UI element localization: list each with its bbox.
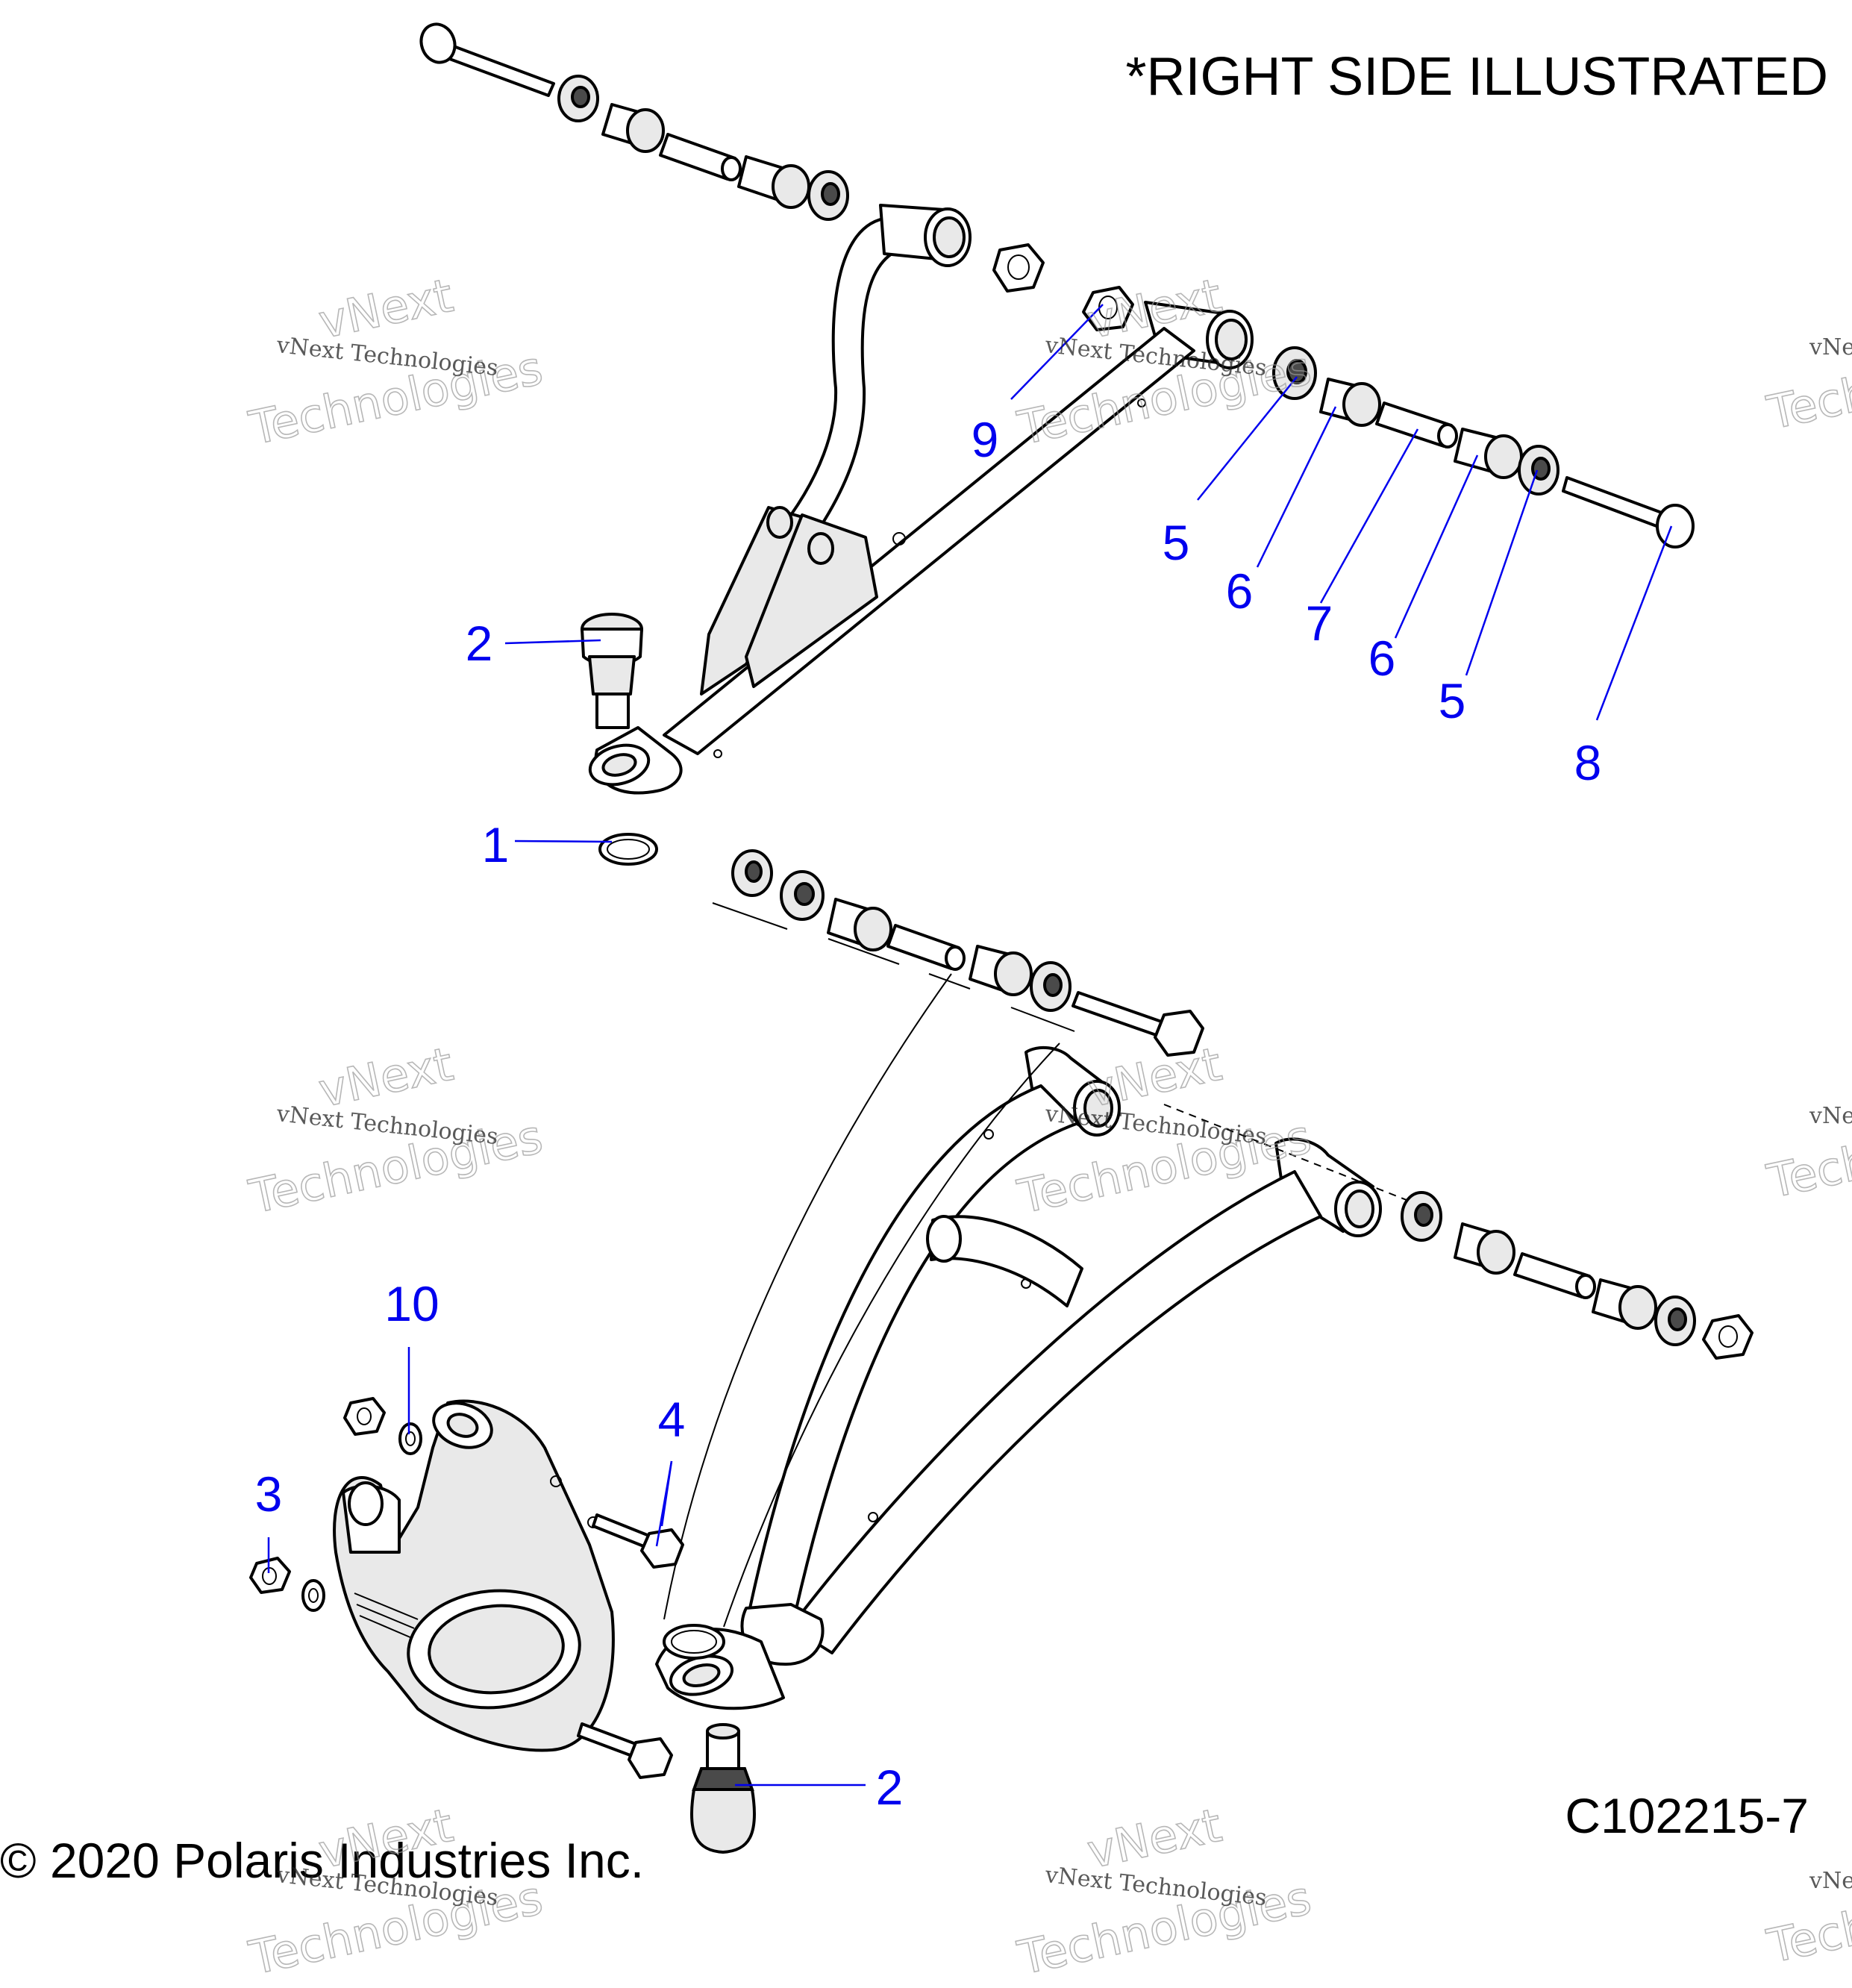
svg-text:vNext Technologies: vNext Technologies (1809, 1103, 1852, 1129)
knuckle-washer-10 (398, 1422, 422, 1455)
upper-rear-bushing-6 (1319, 378, 1381, 427)
svg-text:vNext: vNext (314, 1037, 457, 1118)
lower-front-sleeve-b (886, 924, 966, 971)
callout-2-lower: 2 (876, 1760, 904, 1815)
callout-10: 10 (384, 1276, 439, 1331)
lower-rear-nut (1702, 1314, 1754, 1360)
knuckle-nut-10 (343, 1397, 386, 1436)
svg-text:vNext: vNext (1083, 1798, 1226, 1879)
callout-6-right: 6 (1368, 631, 1396, 686)
diagram-reference-code: C102215-7 (1565, 1788, 1809, 1843)
upper-arm-front-hardware (419, 22, 1045, 293)
knuckle-nut-3 (249, 1557, 291, 1594)
callout-6-left: 6 (1226, 563, 1254, 619)
upper-front-bushing-6 (601, 103, 665, 153)
svg-text:vNext: vNext (1083, 1037, 1226, 1118)
steering-knuckle (333, 1399, 615, 1752)
callout-5-left: 5 (1163, 515, 1190, 570)
knuckle-upper-bolt (592, 1513, 684, 1569)
lower-front-sleeve-a (827, 898, 892, 951)
lower-rear-bushing-6 (1454, 1222, 1515, 1275)
lower-front-bushing-5 (731, 849, 773, 897)
lower-front-bushing-6 (780, 870, 825, 921)
lower-arm-front-hardware (712, 849, 1204, 1057)
lower-snap-ring (663, 1624, 725, 1660)
callout-9: 9 (972, 412, 999, 467)
upper-snap-ring (598, 833, 658, 866)
callout-5-right: 5 (1439, 673, 1466, 728)
upper-rear-bolt-8 (1562, 476, 1695, 548)
callout-2-upper: 2 (466, 616, 493, 671)
callout-8: 8 (1574, 735, 1602, 790)
upper-ball-joint (581, 613, 643, 729)
svg-text:vNext Technologies: vNext Technologies (1809, 334, 1852, 360)
knuckle-washer-3 (301, 1579, 325, 1612)
upper-rear-bushing-5 (1272, 346, 1317, 400)
lower-arm-rear-hardware (1163, 1104, 1754, 1360)
lower-front-sleeve-c (969, 945, 1033, 996)
callout-7: 7 (1306, 596, 1333, 651)
lower-rear-bushing-5 (1401, 1191, 1442, 1242)
upper-front-bushing-5b (807, 170, 849, 221)
callout-4: 4 (658, 1392, 686, 1447)
lower-ball-joint (690, 1723, 756, 1854)
watermark-right-edge: vNext Technologies Technologies vNext Te… (1762, 325, 1852, 1975)
knuckle-lower-bolt (577, 1722, 673, 1779)
callout-leaders (267, 304, 1673, 1787)
svg-text:vNext: vNext (314, 268, 457, 349)
swing-guide-lines (663, 973, 1060, 1628)
callout-labels: 9 2 1 5 6 7 6 5 8 10 3 4 2 (255, 412, 1602, 1815)
svg-text:vNext: vNext (314, 1798, 457, 1879)
upper-rear-bushing-6b (1454, 428, 1523, 479)
callout-3: 3 (255, 1466, 283, 1522)
upper-front-nut (992, 243, 1045, 293)
upper-front-pivot-bolt (419, 22, 555, 97)
upper-front-bushing-5 (557, 75, 599, 122)
right-side-illustrated-note: *RIGHT SIDE ILLUSTRATED (1125, 47, 1828, 107)
lower-rear-bushing-6b (1592, 1278, 1657, 1330)
lower-rear-bushing-5b (1654, 1295, 1696, 1346)
lower-front-bolt (1072, 991, 1204, 1057)
upper-control-arm (588, 204, 1254, 795)
lower-rear-sleeve-7 (1513, 1252, 1596, 1299)
upper-front-sleeve-7 (659, 133, 742, 181)
copyright-notice: © 2020 Polaris Industries Inc. (0, 1833, 645, 1888)
upper-rear-bushing-5b (1518, 445, 1560, 496)
upper-rear-sleeve-7 (1375, 401, 1458, 448)
svg-text:vNext Technologies: vNext Technologies (1809, 1868, 1852, 1894)
upper-front-bushing-6b (737, 155, 810, 209)
callout-1: 1 (482, 817, 510, 872)
lower-front-bushing-5b (1030, 961, 1072, 1012)
lower-control-arm (655, 1045, 1382, 1710)
